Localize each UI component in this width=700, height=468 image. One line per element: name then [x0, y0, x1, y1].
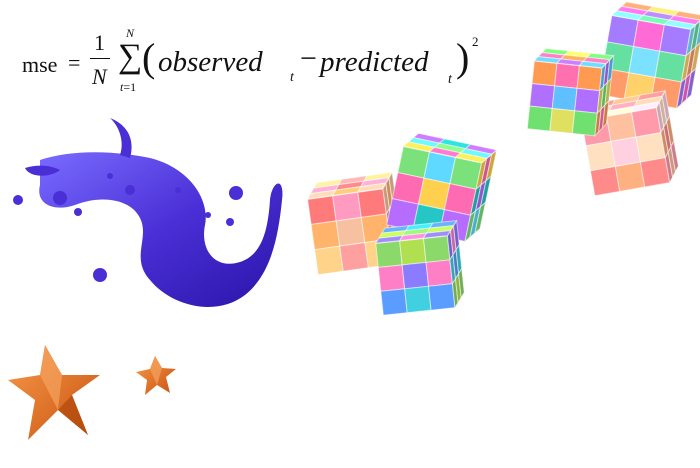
rubik-cube-icon-3: [374, 219, 465, 316]
cube-tile: [551, 85, 578, 112]
sum-lower-eq: =1: [123, 80, 137, 94]
cube-tile: [474, 201, 487, 235]
predicted-subscript: t: [448, 72, 452, 87]
cube-tile: [310, 220, 341, 251]
cube-tile: [399, 237, 427, 266]
formula-equals: =: [68, 50, 81, 75]
cube-tile: [422, 235, 451, 263]
cube-tile: [605, 111, 637, 143]
cube-tile: [404, 285, 432, 314]
cube-tile: [628, 45, 661, 78]
cube-tile: [659, 24, 692, 57]
cube-tile: [428, 283, 456, 311]
cube-tile: [339, 242, 369, 272]
cube-tile: [670, 139, 679, 174]
cube-tile: [425, 259, 453, 287]
fraction-bar: [90, 58, 110, 60]
sum-symbol: ∑: [118, 38, 143, 75]
cube-tile: [685, 67, 697, 101]
cube-tile: [377, 264, 406, 292]
rubik-cube-icon-4: [597, 1, 700, 110]
cube-tile: [585, 140, 616, 172]
predicted-term: predicted: [320, 46, 429, 78]
fraction-denominator: N: [92, 64, 107, 89]
minus-sign: −: [300, 42, 317, 75]
cube-tile: [606, 15, 639, 48]
observed-term: observed: [158, 46, 263, 78]
cube-tile: [571, 110, 598, 137]
fraction-numerator: 1: [94, 30, 105, 55]
cube-tile: [375, 240, 403, 268]
cube-tile: [639, 157, 671, 188]
exponent: 2: [472, 34, 479, 49]
left-paren: (: [142, 35, 156, 80]
cube-tile: [357, 188, 387, 218]
cube-tile: [654, 50, 687, 83]
cube-tile: [380, 288, 408, 316]
formula-lhs: mse: [22, 52, 58, 77]
cube-tile: [635, 132, 666, 163]
cube-tile: [529, 83, 556, 109]
cube-tile: [632, 19, 665, 52]
cube-tile: [401, 261, 430, 290]
sum-lower-limit: t=1: [120, 80, 136, 95]
cube-tile: [614, 161, 646, 192]
cube-tile: [307, 195, 337, 226]
cube-tile: [589, 165, 621, 197]
sum-lower-var: t: [120, 80, 124, 94]
right-paren: ): [456, 35, 470, 80]
cube-tile: [531, 60, 558, 87]
cube-tile: [630, 107, 662, 138]
cube-tile: [601, 99, 610, 130]
paint-splash-icon: [13, 118, 283, 307]
cube-tile: [314, 245, 344, 276]
sum-upper-limit: N: [126, 26, 135, 40]
cube-tile: [526, 105, 553, 132]
mse-formula: mse = 1 N N ∑ t=1 ( observed t − predict…: [10, 26, 480, 110]
small-star-icon: [136, 356, 176, 395]
cube-tile: [332, 191, 362, 222]
observed-subscript: t: [290, 70, 294, 85]
cube-tile: [574, 87, 601, 114]
cube-tile: [576, 65, 603, 92]
cube-tile: [549, 107, 576, 134]
cube-tile: [694, 14, 700, 49]
cube-tile: [458, 267, 465, 300]
cube-tile: [610, 136, 641, 168]
rubik-cube-icon-6: [526, 48, 615, 138]
cube-tile: [554, 62, 580, 89]
large-star-icon: [8, 345, 100, 440]
cube-tile: [335, 216, 366, 247]
cube-tile: [673, 10, 700, 21]
